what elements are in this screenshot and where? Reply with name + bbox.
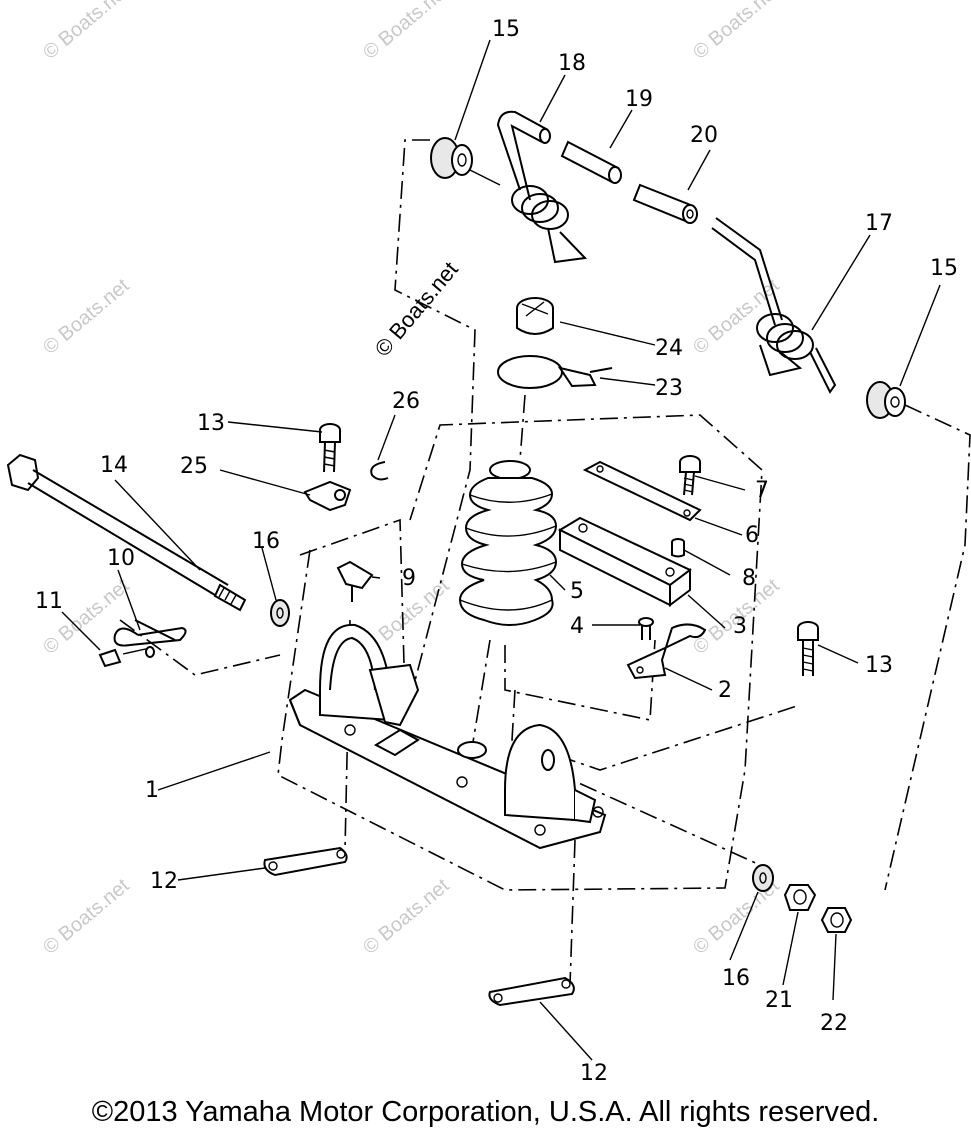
part-3-block [557, 516, 692, 607]
part-13-bolt-right [797, 621, 819, 676]
part-2-bracket [626, 623, 707, 680]
callout-2: 2 [718, 678, 732, 703]
callout-4: 4 [570, 614, 584, 639]
callout-26: 26 [392, 389, 420, 414]
callout-17: 17 [865, 211, 893, 236]
part-24-cap [516, 297, 554, 335]
part-7-bolt [679, 455, 701, 496]
callout-1: 1 [145, 778, 159, 803]
part-16-washer-right [752, 864, 774, 892]
callout-12: 12 [150, 869, 178, 894]
callout-19: 19 [625, 87, 653, 112]
callout-22: 22 [820, 1011, 848, 1036]
callout-15: 15 [492, 17, 520, 42]
watermark: © Boats.net [39, 0, 134, 64]
part-8-pin [671, 538, 685, 558]
part-12-plate-bottom [488, 976, 575, 1007]
part-21-nut [783, 884, 817, 911]
callout-20: 20 [690, 123, 718, 148]
copyright-notice: ©2013 Yamaha Motor Corporation, U.S.A. A… [91, 1096, 880, 1128]
watermark: © Boats.net [359, 0, 454, 64]
part-26-clip [370, 461, 389, 481]
part-23-clamp-band [497, 355, 613, 389]
part-13-bolt-left [319, 423, 341, 473]
part-20-sleeve [632, 183, 698, 224]
callout-5: 5 [570, 579, 584, 604]
callout-23: 23 [655, 376, 683, 401]
part-18-spring [496, 110, 588, 264]
callout-8: 8 [742, 566, 756, 591]
part-15-bushing-top [430, 137, 501, 186]
watermark: © Boats.net [689, 0, 784, 64]
part-10-pin [113, 619, 187, 647]
watermark: © Boats.net [39, 574, 134, 658]
leader-lines [61, 39, 941, 1061]
watermark: © Boats.net [359, 874, 454, 958]
callout-18: 18 [558, 51, 586, 76]
part-11-pin [98, 646, 155, 668]
watermark: © Boats.net [39, 274, 134, 358]
callout-3: 3 [733, 614, 747, 639]
part-12-plate-left [263, 846, 348, 877]
watermark: © Boats.net [39, 874, 134, 958]
callout-16: 16 [252, 529, 280, 554]
callout-15: 15 [930, 256, 958, 281]
part-6-plate [582, 460, 702, 522]
callout-7: 7 [755, 478, 769, 503]
part-25-bracket [303, 480, 352, 512]
callout-14: 14 [100, 453, 128, 478]
part-22-nut [820, 907, 853, 933]
callout-13: 13 [865, 653, 893, 678]
part-4-screw [638, 617, 654, 640]
part-1-base-plate [288, 623, 607, 850]
callout-9: 9 [402, 566, 416, 591]
part-16-washer-left [270, 599, 290, 627]
part-15-bushing-right [866, 381, 906, 419]
callout-13: 13 [197, 411, 225, 436]
callout-21: 21 [765, 988, 793, 1013]
callout-16: 16 [722, 966, 750, 991]
watermark-center: © Boats.net [370, 257, 463, 361]
part-19-pin [560, 140, 622, 184]
assembly-guide-lines [119, 139, 971, 986]
callout-24: 24 [655, 336, 683, 361]
callout-6: 6 [745, 523, 759, 548]
callout-labels: 15 18 19 20 17 15 24 23 26 13 14 25 7 6 … [35, 17, 958, 1086]
part-17-spring [711, 217, 837, 394]
callout-12: 12 [580, 1061, 608, 1086]
watermarks: © Boats.net © Boats.net © Boats.net © Bo… [39, 0, 784, 959]
part-9-knob [336, 560, 374, 602]
callout-25: 25 [180, 454, 208, 479]
part-5-bellows [458, 460, 558, 626]
callout-11: 11 [35, 589, 63, 614]
callout-10: 10 [107, 546, 135, 571]
